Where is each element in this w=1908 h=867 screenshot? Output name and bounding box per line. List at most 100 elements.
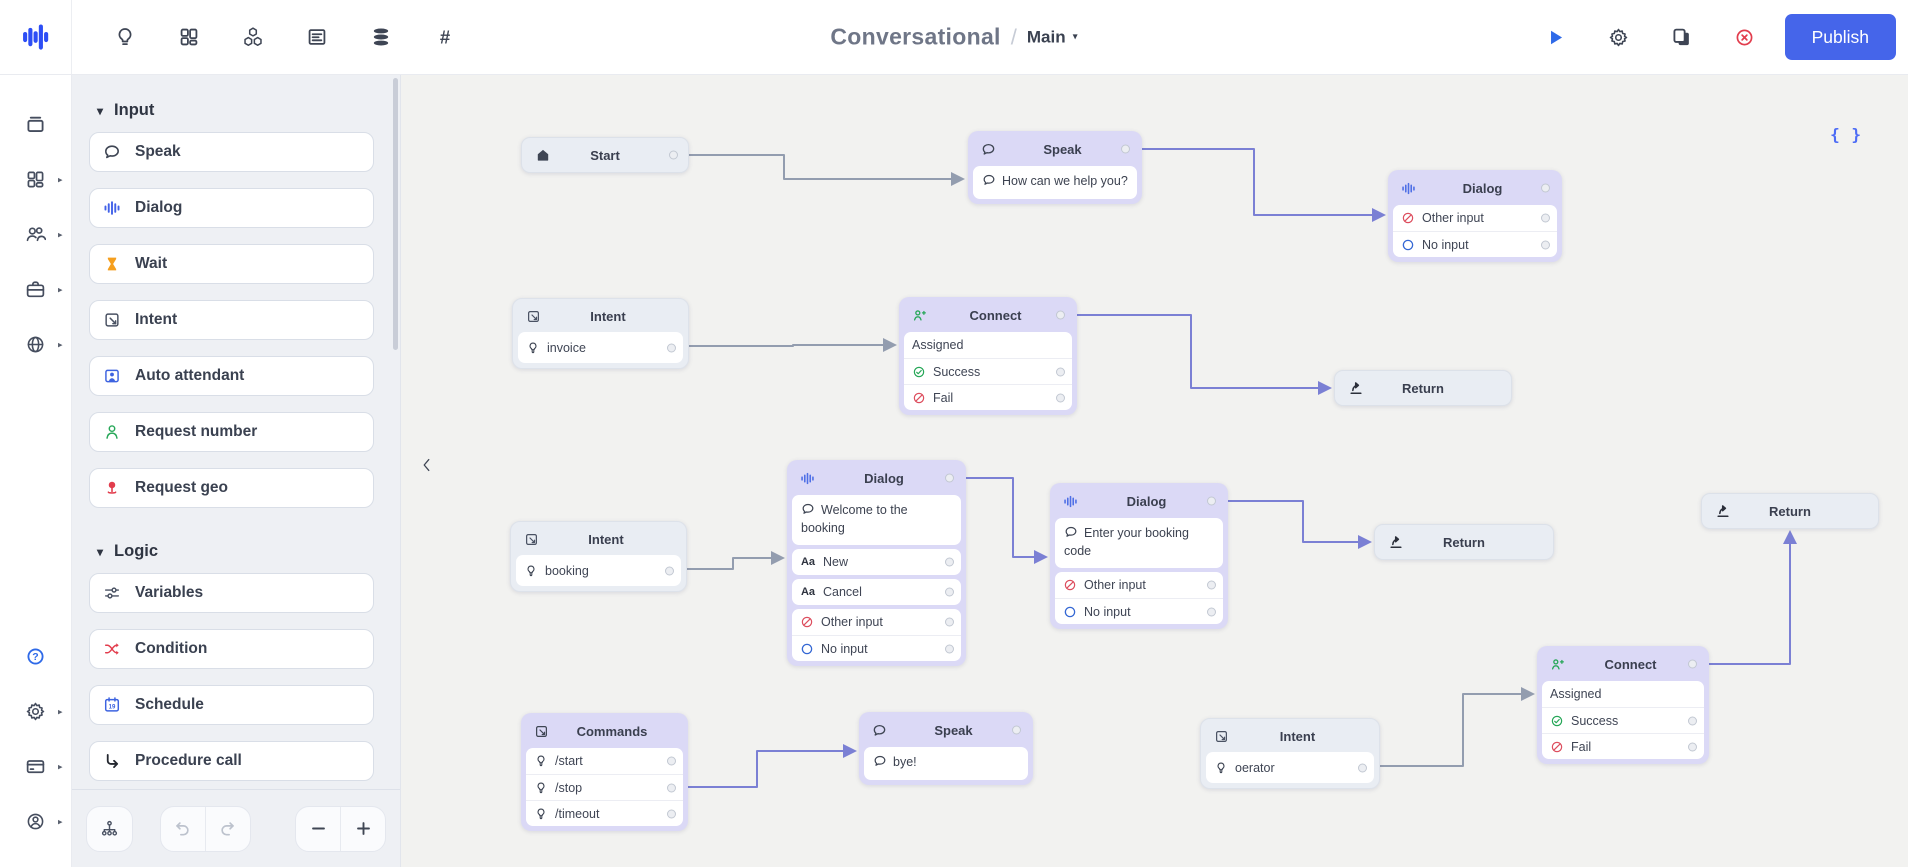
output-port[interactable] <box>667 809 676 818</box>
node-row-invoice[interactable]: invoice <box>518 332 683 363</box>
tree-layout-button[interactable] <box>87 807 132 851</box>
sidebar-item-dialog[interactable]: Dialog <box>89 188 374 228</box>
output-port[interactable] <box>1012 725 1021 735</box>
node-header[interactable]: Connect <box>1542 651 1704 677</box>
output-port[interactable] <box>1056 310 1065 320</box>
collapse-sidebar-chevron[interactable] <box>419 457 437 481</box>
output-port[interactable] <box>1541 213 1550 223</box>
node-row-fail[interactable]: Fail <box>1542 733 1704 759</box>
output-port[interactable] <box>1688 742 1697 751</box>
node-return1[interactable]: Return <box>1334 370 1512 406</box>
code-braces-icon[interactable]: { } <box>1830 125 1862 144</box>
node-start[interactable]: Start <box>521 137 689 173</box>
sidebar-item-intent[interactable]: Intent <box>89 300 374 340</box>
zoom-in-button[interactable] <box>340 806 385 851</box>
output-port[interactable] <box>945 617 954 627</box>
rail-item-settings-gear[interactable]: ▸ <box>0 684 72 739</box>
node-header[interactable]: Commands <box>526 718 683 744</box>
output-port[interactable] <box>945 557 954 567</box>
redo-button[interactable] <box>205 806 250 851</box>
node-return2[interactable]: Return <box>1374 524 1554 560</box>
node-header[interactable]: Speak <box>973 136 1137 162</box>
sidebar-item-variables[interactable]: Variables <box>89 573 374 613</box>
nav-lightbulb-button[interactable] <box>114 26 136 48</box>
node-row-no-input[interactable]: No input <box>1393 231 1557 257</box>
output-port[interactable] <box>1688 659 1697 669</box>
node-row-assigned[interactable]: Assigned <box>904 332 1072 358</box>
sidebar-item-speak[interactable]: Speak <box>89 132 374 172</box>
section-header-logic[interactable]: ▾Logic <box>97 542 374 561</box>
sidebar-item-auto-attendant[interactable]: Auto attendant <box>89 356 374 396</box>
publish-button[interactable]: Publish <box>1784 14 1896 60</box>
sidebar-item-condition[interactable]: Condition <box>89 629 374 669</box>
flow-branch-selector[interactable]: Main <box>1026 27 1066 46</box>
output-port[interactable] <box>1121 144 1130 154</box>
node-return3[interactable]: Return <box>1701 493 1879 529</box>
nav-modules-cubes-button[interactable] <box>242 26 264 48</box>
output-port[interactable] <box>945 644 954 653</box>
output-port[interactable] <box>1688 716 1697 725</box>
zoom-out-button[interactable] <box>296 807 341 851</box>
output-port[interactable] <box>667 756 676 766</box>
output-port[interactable] <box>1056 367 1065 376</box>
rail-item-help-circle[interactable]: ? <box>0 629 72 684</box>
sidebar-item-request-geo[interactable]: Request geo <box>89 468 374 508</box>
rail-item-briefcase[interactable]: ▸ <box>0 262 72 317</box>
output-port[interactable] <box>667 343 676 352</box>
action-settings-gear-button[interactable] <box>1608 27 1629 48</box>
node-row-other-input[interactable]: Other input <box>792 609 961 635</box>
nav-dashboard-grid-button[interactable] <box>178 26 200 48</box>
sidebar-item-request-number[interactable]: Request number <box>89 412 374 452</box>
node-commands[interactable]: Commands/start/stop/timeout <box>521 713 688 831</box>
node-row-assigned[interactable]: Assigned <box>1542 681 1704 707</box>
node-row-oerator[interactable]: oerator <box>1206 752 1374 783</box>
rail-item-app-grid[interactable]: ▸ <box>0 152 72 207</box>
action-close-circle-button[interactable] <box>1734 27 1755 48</box>
output-port[interactable] <box>665 566 674 575</box>
node-row-no-input[interactable]: No input <box>1055 598 1223 624</box>
output-port[interactable] <box>945 473 954 483</box>
output-port[interactable] <box>667 783 676 792</box>
sidebar-item-procedure-call[interactable]: Procedure call <box>89 741 374 781</box>
node-row-booking[interactable]: booking <box>516 555 681 586</box>
node-header[interactable]: Intent <box>518 304 683 328</box>
node-header[interactable]: Dialog <box>1393 175 1557 201</box>
sidebar-scrollbar[interactable] <box>393 78 398 350</box>
output-port[interactable] <box>1207 496 1216 506</box>
nav-form-list-button[interactable] <box>306 26 328 48</box>
node-row-other-input[interactable]: Other input <box>1055 572 1223 598</box>
output-port[interactable] <box>1056 393 1065 402</box>
section-header-input[interactable]: ▾Input <box>97 101 374 120</box>
output-port[interactable] <box>1541 183 1550 193</box>
rail-item-team-users[interactable]: ▸ <box>0 207 72 262</box>
output-port[interactable] <box>1207 580 1216 590</box>
rail-item-archive-box[interactable] <box>0 97 72 152</box>
node-row-start[interactable]: /start <box>526 748 683 774</box>
node-row-stop[interactable]: /stop <box>526 774 683 800</box>
node-header[interactable]: Speak <box>864 717 1028 743</box>
app-logo[interactable] <box>0 0 72 74</box>
output-port[interactable] <box>669 150 678 160</box>
node-intent1[interactable]: Intent invoice <box>512 298 689 369</box>
node-header[interactable]: Connect <box>904 302 1072 328</box>
action-copy-pages-button[interactable] <box>1671 27 1692 48</box>
output-port[interactable] <box>1207 607 1216 616</box>
sidebar-item-wait[interactable]: Wait <box>89 244 374 284</box>
output-port[interactable] <box>1358 763 1367 772</box>
rail-item-billing-card[interactable]: ▸ <box>0 739 72 794</box>
nav-hash-button[interactable]: # <box>434 26 456 48</box>
action-run-play-button[interactable] <box>1545 27 1566 48</box>
output-port[interactable] <box>945 587 954 597</box>
node-row-other-input[interactable]: Other input <box>1393 205 1557 231</box>
